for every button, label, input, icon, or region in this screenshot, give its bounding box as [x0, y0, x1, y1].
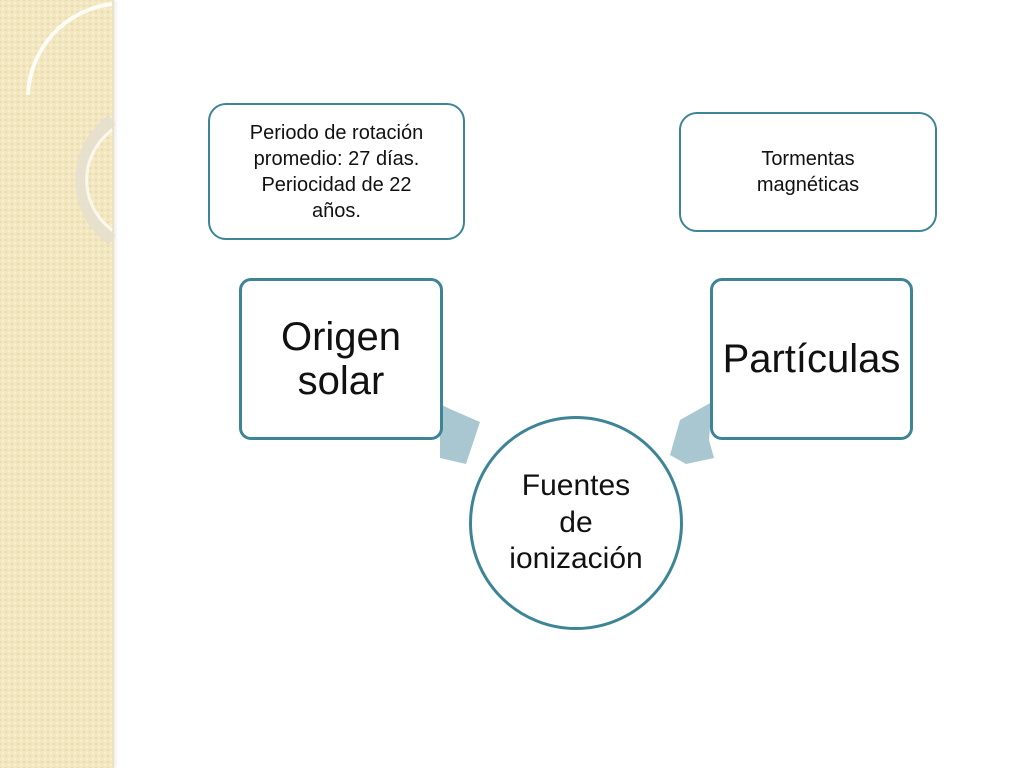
note-box-rotation: Periodo de rotación promedio: 27 días. P…: [208, 103, 465, 240]
note-storms-text: Tormentas magnéticas: [756, 148, 860, 196]
center-node-text: Fuentes de ionización: [509, 469, 643, 576]
note-rotation-text: Periodo de rotación promedio: 27 días. P…: [249, 121, 424, 222]
arrow-left-to-center: [436, 402, 480, 464]
decorative-left-band: [0, 0, 114, 768]
note-box-storms: Tormentas magnéticas: [679, 112, 937, 232]
source-box-particles: Partículas: [710, 278, 913, 440]
source-solar-text: Origen solar: [280, 315, 402, 403]
center-node-ionization: Fuentes de ionización: [469, 416, 683, 630]
decorative-rings: [26, 2, 116, 245]
source-box-solar: Origen solar: [239, 278, 443, 440]
source-particles-text: Partículas: [722, 337, 901, 381]
arrow-right-to-center: [670, 402, 714, 464]
